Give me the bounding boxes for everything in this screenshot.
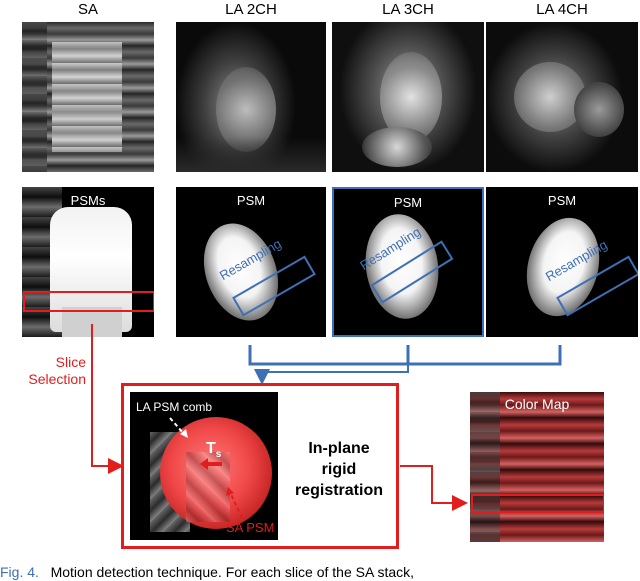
blue-down-arrow	[254, 364, 409, 385]
la-3ch-psm-image: PSM Resampling	[332, 187, 484, 337]
la-4ch-image	[486, 22, 638, 172]
color-map-label: Color Map	[504, 396, 570, 412]
figure-number: Fig. 4.	[0, 564, 39, 580]
header-la-2ch: LA 2CH	[225, 1, 277, 18]
white-dashed-arrow	[169, 417, 185, 435]
la-4ch-psm-image: PSM Resampling	[486, 187, 638, 337]
la-3ch-image	[332, 22, 484, 172]
psms-label: PSMs	[70, 193, 106, 208]
sa-psm-label: SA PSM	[226, 520, 275, 535]
red-colormap-arrow	[400, 465, 468, 511]
red-dashed-arrow	[229, 491, 243, 519]
slice-selection-line1: Slice	[55, 354, 86, 370]
figure-caption: Fig. 4. Motion detection technique. For …	[0, 564, 640, 581]
registration-box: LA PSM comb Ts SA PSM In-plane rigid reg…	[121, 383, 399, 549]
slice-selection-box	[23, 291, 154, 312]
sa-stack-image	[22, 22, 154, 172]
comb-arrows	[169, 417, 243, 519]
transform-subscript: s	[215, 449, 222, 461]
caption-text: Motion detection technique. For each sli…	[50, 564, 415, 580]
red-transform-arrow-head	[200, 458, 208, 470]
transform-label: Ts	[206, 440, 221, 460]
slice-selection-line2: Selection	[28, 371, 86, 387]
psm-2ch-label: PSM	[236, 193, 266, 208]
red-dashed-arrow-head	[226, 487, 234, 496]
red-slice-arrow	[91, 324, 124, 474]
header-la-3ch: LA 3CH	[382, 1, 434, 18]
comb-image: LA PSM comb Ts SA PSM	[130, 392, 278, 540]
color-map-image: Color Map	[470, 392, 604, 542]
la-2ch-image	[176, 22, 326, 172]
psm-3ch-label: PSM	[393, 195, 423, 210]
color-map-slice-box	[471, 494, 604, 513]
la-psm-comb-label: LA PSM comb	[136, 400, 213, 414]
sa-psms-image: PSMs	[22, 187, 154, 337]
header-sa: SA	[77, 1, 98, 18]
transform-symbol: T	[206, 440, 216, 457]
header-la-4ch: LA 4CH	[536, 1, 588, 18]
sa-psm-blob	[160, 417, 272, 529]
slice-selection-label: Slice Selection	[6, 354, 86, 388]
registration-line2: rigid	[321, 461, 357, 478]
white-arrow-head	[180, 429, 188, 438]
registration-line3: registration	[294, 482, 383, 499]
blue-bracket	[248, 345, 562, 366]
psm-4ch-label: PSM	[547, 193, 577, 208]
registration-text: In-plane rigid registration	[284, 438, 394, 501]
la-2ch-psm-image: PSM Resampling	[176, 187, 326, 337]
registration-line1: In-plane	[308, 440, 370, 457]
